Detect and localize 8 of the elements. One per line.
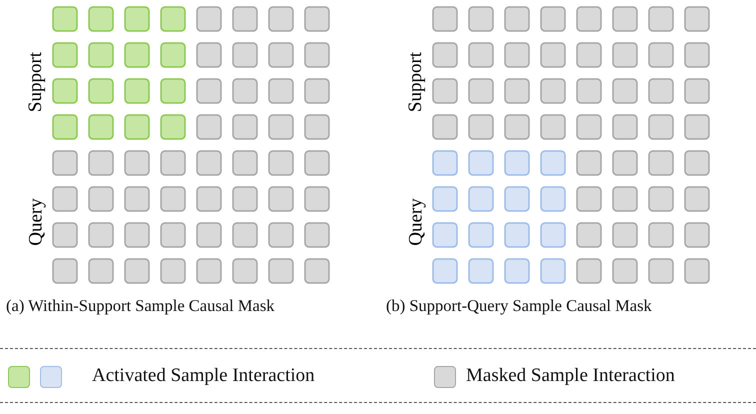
axis-label: Query: [405, 198, 428, 246]
axis-label: Support: [405, 52, 428, 112]
axis-label: Support: [25, 52, 48, 112]
panel-caption: (a) Within-Support Sample Causal Mask: [6, 296, 274, 316]
axis-label: Query: [25, 198, 48, 246]
legend-label: Masked Sample Interaction: [466, 365, 675, 387]
legend-label: Activated Sample Interaction: [92, 365, 315, 387]
panel-caption: (b) Support-Query Sample Causal Mask: [386, 296, 652, 316]
